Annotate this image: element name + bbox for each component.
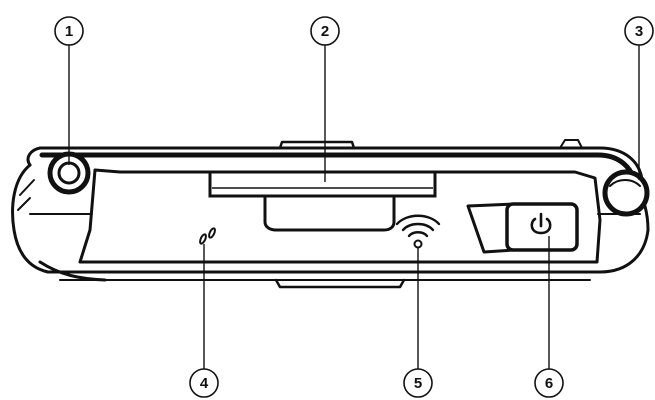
callout-5: 5 xyxy=(403,368,433,398)
callout-2: 2 xyxy=(310,16,340,46)
card-slot xyxy=(208,170,437,232)
callout-1: 1 xyxy=(54,16,84,46)
callout-number: 3 xyxy=(635,23,643,40)
callout-number: 5 xyxy=(414,375,422,392)
strap-hole xyxy=(602,169,650,217)
power-icon xyxy=(530,212,552,235)
callout-4: 4 xyxy=(189,368,219,398)
callout-number: 1 xyxy=(65,23,73,40)
callout-3: 3 xyxy=(624,16,654,46)
callout-6: 6 xyxy=(534,368,564,398)
microphone-holes-icon xyxy=(199,227,216,245)
callout-number: 6 xyxy=(545,375,553,392)
wifi-icon xyxy=(395,214,441,249)
power-button[interactable] xyxy=(466,202,579,254)
leader-lines xyxy=(68,45,640,370)
callout-number: 2 xyxy=(321,23,329,40)
callout-number: 4 xyxy=(200,375,209,392)
